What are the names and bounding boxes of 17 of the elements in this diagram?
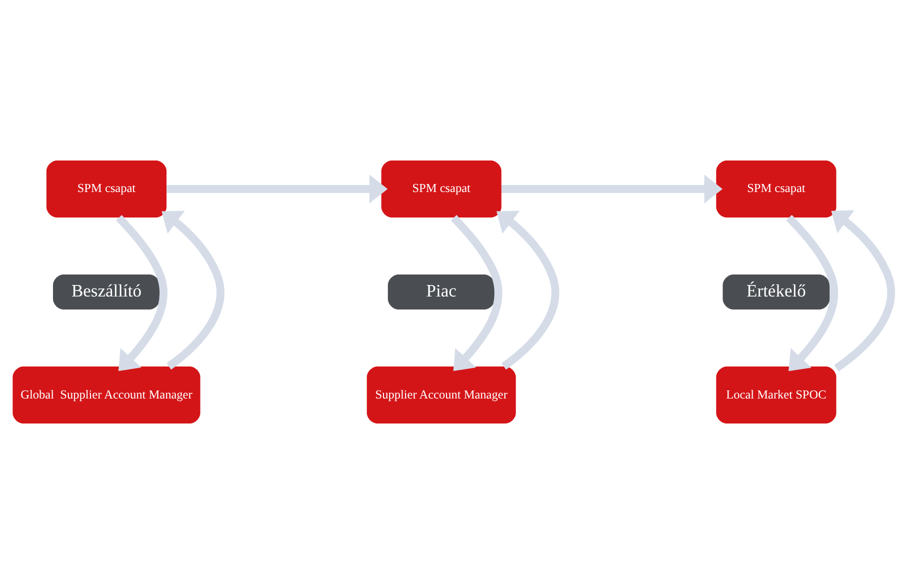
arrow [496,210,560,370]
node-box: SPM csapat [381,160,502,217]
node-box: Local Market SPOC [716,366,836,423]
node-box: Értékelő [722,274,830,310]
arrow [502,174,722,203]
arrow [831,210,895,371]
node-box: Piac [388,274,495,310]
arrow [450,214,502,371]
node-box: Supplier Account Manager [366,366,516,423]
node-box: SPM csapat [46,160,167,217]
node-box: Beszállító [53,274,160,310]
arrow [162,210,224,370]
arrow [786,214,838,371]
node-box: SPM csapat [716,160,836,217]
arrow [116,214,168,371]
node-box: Global Supplier Account Manager [12,366,200,423]
arrow [166,174,388,203]
